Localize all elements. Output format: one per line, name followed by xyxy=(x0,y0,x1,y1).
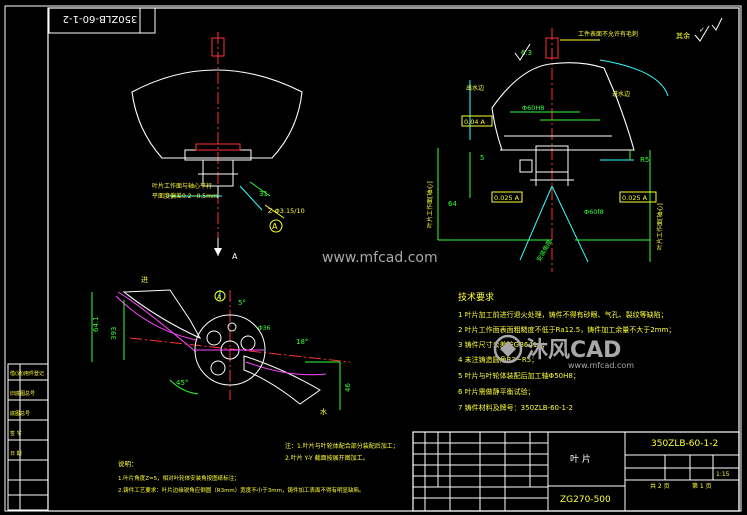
svg-text:说明：: 说明： xyxy=(118,459,138,468)
front-view: 叶片工作面与轴心平行 平面度偏差0.2~0.5mm 31 Z-Φ3.15/10 … xyxy=(131,32,305,261)
svg-text:6 叶片需做静平衡试验；: 6 叶片需做静平衡试验； xyxy=(458,387,535,396)
svg-text:3 铸件尺寸公差按GB6414；: 3 铸件尺寸公差按GB6414； xyxy=(458,340,549,349)
svg-text:A: A xyxy=(232,252,238,261)
svg-text:393: 393 xyxy=(110,327,118,340)
svg-text:1 叶片加工前进行退火处理，铸件不得有砂眼、气孔、裂纹等缺: 1 叶片加工前进行退火处理，铸件不得有砂眼、气孔、裂纹等缺陷； xyxy=(458,310,668,319)
drawing-number: 350ZLB-60-1-2 xyxy=(651,439,718,449)
svg-text:✓: ✓ xyxy=(699,26,705,34)
svg-text:技术要求: 技术要求 xyxy=(458,291,494,303)
inner-border xyxy=(47,7,740,512)
svg-text:平面度偏差0.2~0.5mm: 平面度偏差0.2~0.5mm xyxy=(152,192,218,200)
part-name: 叶 片 xyxy=(570,453,591,465)
svg-text:Z-Φ3.15/10: Z-Φ3.15/10 xyxy=(268,207,305,215)
svg-text:底图总号: 底图总号 xyxy=(10,410,30,417)
svg-text:46: 46 xyxy=(344,383,352,392)
title-block: 叶 片 350ZLB-60-1-2 ZG270-500 1:15 共 2 页 第… xyxy=(412,431,740,512)
plan-view: 进 水 64.1 393 5° 45° 18° Φ36 46 A xyxy=(91,276,352,416)
svg-text:31: 31 xyxy=(259,190,268,198)
watermark-url-small: www.mfcad.com xyxy=(568,361,634,370)
svg-text:进水边: 进水边 xyxy=(612,90,630,98)
svg-text:签 字: 签 字 xyxy=(10,430,22,437)
svg-text:5 叶片与叶轮体装配后加工轴Φ50H8；: 5 叶片与叶轮体装配后加工轴Φ50H8； xyxy=(458,371,580,380)
watermark: www.mfcad.com 沐风CAD www.mfcad.com xyxy=(322,250,634,370)
stamp-box: 350ZLB-60-1-2 xyxy=(48,7,156,34)
side-view: 工件表面不允许有毛刺 6.3 出水边 进水边 0.04 A Φ60H8 R5 5… xyxy=(426,28,669,272)
svg-text:2.铸件工艺要求：叶片边缘锐角应倒圆（R3mm）宽度不小于3: 2.铸件工艺要求：叶片边缘锐角应倒圆（R3mm）宽度不小于3mm，铸件加工表面不… xyxy=(118,486,365,494)
svg-text:4 未注铸造圆角R3~R5；: 4 未注铸造圆角R3~R5； xyxy=(458,355,538,364)
svg-text:45°: 45° xyxy=(176,379,188,387)
svg-text:Φ60H8: Φ60H8 xyxy=(522,104,544,112)
left-strip: 借(通)用件登记 旧底图总号 底图总号 签 字 日 期 xyxy=(7,363,49,511)
svg-text:注：1.叶片与叶轮体配合部分装配后加工；: 注：1.叶片与叶轮体配合部分装配后加工； xyxy=(285,442,399,450)
svg-text:64.1: 64.1 xyxy=(92,316,100,332)
svg-text:叶片工作面与轴心平行: 叶片工作面与轴心平行 xyxy=(152,182,212,190)
svg-text:水: 水 xyxy=(320,407,327,416)
svg-text:叶片工作面[轴心]: 叶片工作面[轴心] xyxy=(656,203,664,250)
watermark-logo-icon xyxy=(493,334,523,364)
svg-text:2.叶片 Y-Y 截面按展开图加工。: 2.叶片 Y-Y 截面按展开图加工。 xyxy=(285,454,369,462)
svg-text:进: 进 xyxy=(141,276,148,284)
svg-text:2 叶片工作面表面粗糙度不低于Ra12.5，铸件加工余量不: 2 叶片工作面表面粗糙度不低于Ra12.5，铸件加工余量不大于2mm； xyxy=(458,325,675,334)
svg-text:0.025 A: 0.025 A xyxy=(494,194,520,202)
svg-text:叶片工作面[轴心]: 叶片工作面[轴心] xyxy=(426,181,434,228)
svg-text:5°: 5° xyxy=(238,299,246,307)
svg-text:旧底图总号: 旧底图总号 xyxy=(10,390,35,397)
svg-text:7 铸件材料及牌号：350ZLB-60-1-2: 7 铸件材料及牌号：350ZLB-60-1-2 xyxy=(458,403,573,412)
technical-requirements: 技术要求 1 叶片加工前进行退火处理，铸件不得有砂眼、气孔、裂纹等缺陷； 2 叶… xyxy=(458,291,675,412)
watermark-url-main: www.mfcad.com xyxy=(322,250,438,266)
svg-text:出水边: 出水边 xyxy=(466,84,484,92)
svg-text:安装角度: 安装角度 xyxy=(535,238,554,263)
watermark-logo-text: 沐风CAD xyxy=(526,338,621,363)
roughness-all-symbol: 其余 ✓ xyxy=(676,17,723,42)
svg-text:0.025 A: 0.025 A xyxy=(622,194,648,202)
svg-text:R5: R5 xyxy=(640,156,649,164)
sheet-total: 共 2 页 xyxy=(650,482,670,490)
svg-text:6.3: 6.3 xyxy=(521,49,532,57)
svg-text:日 期: 日 期 xyxy=(10,451,22,457)
svg-text:其余: 其余 xyxy=(676,31,690,40)
svg-text:Φ60f8: Φ60f8 xyxy=(584,208,604,216)
scale: 1:15 xyxy=(716,471,730,478)
svg-text:64: 64 xyxy=(448,200,457,208)
sheet-no: 第 1 页 xyxy=(692,482,712,490)
svg-text:5: 5 xyxy=(480,154,484,162)
notes: 注：1.叶片与叶轮体配合部分装配后加工； 2.叶片 Y-Y 截面按展开图加工。 … xyxy=(118,442,399,494)
svg-text:Φ36: Φ36 xyxy=(258,325,271,332)
svg-text:A: A xyxy=(217,294,222,301)
material: ZG270-500 xyxy=(560,495,611,505)
stamp-number: 350ZLB-60-1-2 xyxy=(63,13,138,24)
svg-text:18°: 18° xyxy=(296,338,308,346)
svg-text:工件表面不允许有毛刺: 工件表面不允许有毛刺 xyxy=(578,30,638,38)
svg-text:0.04 A: 0.04 A xyxy=(464,118,486,126)
svg-text:1.叶片角度Z=5，相对叶轮体安装角按图纸标注；: 1.叶片角度Z=5，相对叶轮体安装角按图纸标注； xyxy=(118,474,240,482)
svg-text:A: A xyxy=(272,222,278,231)
svg-text:借(通)用件登记: 借(通)用件登记 xyxy=(10,370,44,377)
